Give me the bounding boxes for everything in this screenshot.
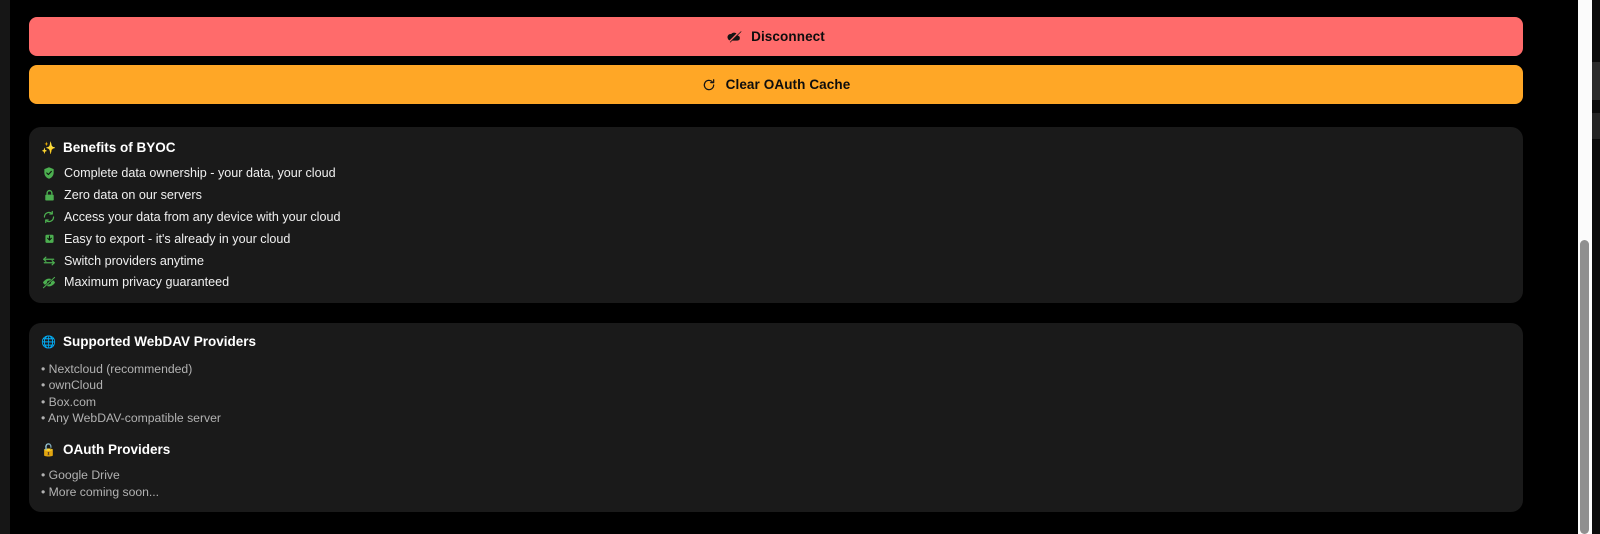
benefit-list-item-label: Zero data on our servers (64, 188, 202, 203)
oauth-providers-title: 🔓 OAuth Providers (29, 443, 1523, 457)
benefits-card-title: ✨ Benefits of BYOC (29, 141, 1523, 155)
clear-oauth-cache-button[interactable]: Clear OAuth Cache (29, 65, 1523, 104)
disconnect-button[interactable]: Disconnect (29, 17, 1523, 56)
eye-off-icon (42, 275, 56, 289)
refresh-icon (702, 77, 717, 92)
settings-content-column: Disconnect Clear OAuth Cache ✨ Benefits … (29, 0, 1523, 534)
right-edge-strip (1592, 0, 1600, 534)
benefit-list-item: Easy to export - it's already in your cl… (29, 228, 1523, 250)
benefit-list-item: Maximum privacy guaranteed (29, 271, 1523, 293)
benefits-card-title-text: Benefits of BYOC (62, 140, 176, 155)
provider-list-item: • Nextcloud (recommended) (41, 361, 193, 376)
right-edge-accent (1592, 62, 1600, 100)
benefit-list-item-label: Maximum privacy guaranteed (64, 275, 230, 290)
benefits-card: ✨ Benefits of BYOC Complete data ownersh… (29, 127, 1523, 303)
webdav-providers-title: 🌐 Supported WebDAV Providers (29, 335, 1523, 349)
benefit-list-item-label: Complete data ownership - your data, you… (64, 166, 336, 181)
benefit-list-item: Complete data ownership - your data, you… (29, 163, 1523, 185)
provider-list-item: • Box.com (41, 394, 97, 409)
clear-oauth-cache-button-label: Clear OAuth Cache (725, 77, 851, 92)
unlocked-padlock-icon: 🔓 (41, 442, 56, 457)
webdav-providers-title-text: Supported WebDAV Providers (62, 334, 256, 349)
benefit-list-item-label: Switch providers anytime (64, 253, 204, 268)
provider-list-item: • More coming soon... (41, 484, 160, 499)
benefit-list-item-label: Easy to export - it's already in your cl… (64, 231, 291, 246)
providers-card: 🌐 Supported WebDAV Providers • Nextcloud… (29, 323, 1523, 512)
cloud-off-icon (727, 29, 742, 44)
disconnect-button-label: Disconnect (751, 29, 825, 44)
left-edge-strip (0, 0, 10, 534)
lock-icon (42, 188, 56, 202)
export-icon (42, 232, 56, 246)
globe-icon: 🌐 (41, 334, 56, 349)
benefit-list-item: Zero data on our servers (29, 184, 1523, 206)
provider-list-item: • ownCloud (41, 378, 103, 393)
benefit-list-item: Switch providers anytime (29, 250, 1523, 272)
swap-icon (42, 254, 56, 268)
sync-icon (42, 210, 56, 224)
right-edge-accent (1592, 113, 1600, 139)
benefit-list-item-label: Access your data from any device with yo… (64, 209, 341, 224)
benefit-list-item: Access your data from any device with yo… (29, 206, 1523, 228)
oauth-providers-title-text: OAuth Providers (62, 441, 171, 457)
vertical-scrollbar-thumb[interactable] (1580, 240, 1589, 534)
provider-list-item: • Google Drive (41, 468, 120, 483)
sparkles-icon: ✨ (41, 140, 56, 155)
provider-list-item: • Any WebDAV-compatible server (41, 411, 221, 426)
shield-check-icon (42, 166, 56, 180)
